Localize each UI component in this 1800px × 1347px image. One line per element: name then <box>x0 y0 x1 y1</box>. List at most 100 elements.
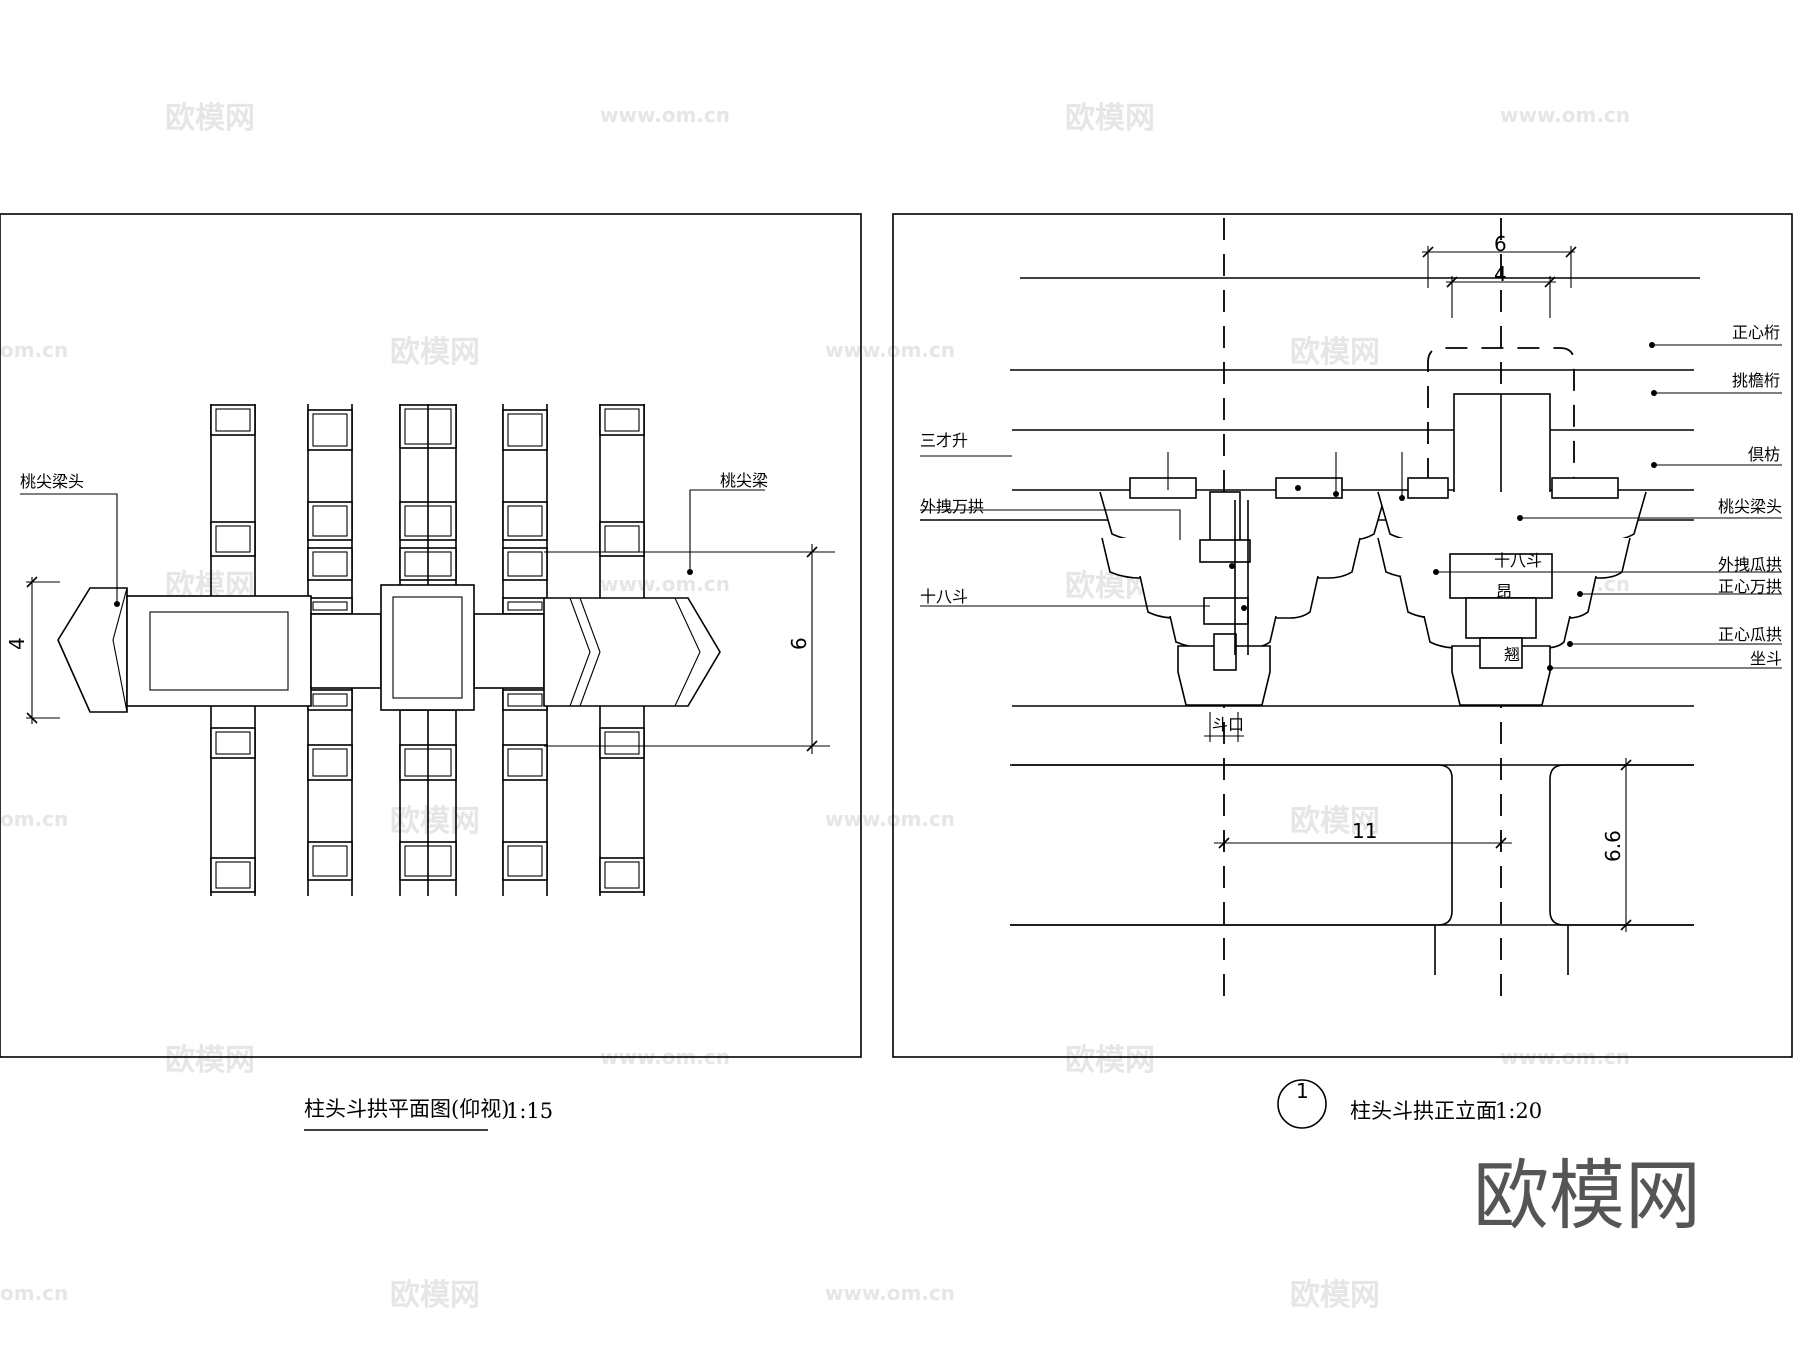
leader-line <box>544 489 835 572</box>
bracket-block-inner <box>507 748 543 777</box>
watermark: 欧模网 <box>1065 101 1155 136</box>
leader-dot <box>687 569 693 575</box>
bracket-block-inner <box>604 408 640 432</box>
beam-end-left <box>57 587 128 713</box>
bracket-block-inner <box>507 551 543 577</box>
bracket-block <box>502 547 548 581</box>
bracket-block-inner <box>312 551 348 577</box>
dim-top-inner: 4 <box>1494 262 1507 286</box>
label-taojian-beam-head: 桃尖梁头 <box>20 472 84 491</box>
bracket-block <box>502 841 548 881</box>
bracket-block <box>502 689 548 711</box>
dim-bottom: 11 <box>1352 819 1377 843</box>
bracket-block-inner <box>312 748 348 777</box>
bracket-block-inner <box>507 845 543 877</box>
bracket-block <box>307 744 353 781</box>
doukou-dimension <box>1204 712 1244 742</box>
elevation-title: 柱头斗拱正立面 <box>1350 1099 1497 1123</box>
bracket-block <box>307 597 353 615</box>
dimension-tick <box>26 546 818 752</box>
watermark: om.cn <box>0 1281 68 1305</box>
bracket-block-inner <box>604 731 640 755</box>
bracket-block-inner <box>312 693 348 707</box>
bracket-block-inner <box>507 601 543 611</box>
watermark: www.om.cn <box>825 807 955 831</box>
bracket-block <box>599 857 645 893</box>
label-shiba-dou: 十八斗 <box>920 587 968 606</box>
watermark: www.om.cn <box>600 103 730 127</box>
dim-plan-left: 4 <box>5 637 29 650</box>
brand-logo-text: 欧模网 <box>1473 1151 1701 1240</box>
beam-center-block <box>380 584 475 711</box>
leader-dot <box>114 601 120 607</box>
dimension-line <box>26 577 60 724</box>
bracket-block <box>307 501 353 541</box>
bracket-block <box>210 404 256 436</box>
bracket-block-inner <box>215 861 251 889</box>
label-zhengxin-guagong: 正心瓜拱 <box>1718 625 1782 644</box>
elevation-top-dimension <box>1422 246 1577 318</box>
label-tiaoyan-heng: 挑檐桁 <box>1732 371 1780 390</box>
bracket-block <box>210 521 256 557</box>
bracket-block-inner <box>312 845 348 877</box>
label-taojian-beam-head: 桃尖梁头 <box>1718 497 1782 516</box>
bracket-set-left <box>1099 477 1387 706</box>
bracket-block <box>210 857 256 893</box>
beam-end-left-bevel <box>112 587 128 713</box>
label-taojian-beam: 桃尖梁 <box>720 471 768 490</box>
view-number-badge <box>1277 1079 1327 1129</box>
bracket-block <box>307 409 353 451</box>
column-outline <box>1427 347 1575 552</box>
bracket-block-inner <box>507 505 543 537</box>
bracket-block <box>502 597 548 615</box>
bracket-block-inner <box>507 693 543 707</box>
bracket-block <box>502 501 548 541</box>
label-zhengxin-wangong: 正心万拱 <box>1718 577 1782 596</box>
watermark: 欧模网 <box>390 335 480 370</box>
watermark: 欧模网 <box>165 101 255 136</box>
plan-frame <box>0 213 862 1058</box>
bracket-block <box>599 404 645 436</box>
watermark: 欧模网 <box>1290 804 1380 839</box>
beam-right-tip <box>674 597 701 707</box>
bracket-block <box>599 727 645 759</box>
label-sancai-sheng: 三才升 <box>920 431 968 450</box>
label-zhengxin-heng: 正心桁 <box>1732 323 1780 342</box>
dim-top-outer: 6 <box>1494 232 1507 256</box>
bracket-block-inner <box>215 525 251 553</box>
label-ju-fang: 倶枋 <box>1748 445 1780 464</box>
bracket-block <box>502 409 548 451</box>
leader-line <box>20 493 118 602</box>
watermark: www.om.cn <box>1500 103 1630 127</box>
watermark: 欧模网 <box>1290 335 1380 370</box>
watermark: www.om.cn <box>600 572 730 596</box>
beam-connector <box>310 613 382 689</box>
watermark: www.om.cn <box>825 1281 955 1305</box>
dim-doukou: 斗口 <box>1212 715 1244 734</box>
bracket-block <box>307 689 353 711</box>
bracket-block-inner <box>312 413 348 447</box>
bracket-block <box>307 547 353 581</box>
watermark: 欧模网 <box>1290 1278 1380 1313</box>
elevation-scale: 1:20 <box>1495 1099 1542 1123</box>
watermark: www.om.cn <box>825 338 955 362</box>
plan-title: 柱头斗拱平面图(仰视) <box>304 1097 509 1121</box>
beam-body-right <box>543 597 721 707</box>
label-inner-shiba-dou: 十八斗 <box>1494 551 1542 570</box>
label-waizhuai-wangong: 外拽万拱 <box>920 497 984 516</box>
bracket-block <box>502 744 548 781</box>
elevation-leader-dots <box>1229 342 1657 671</box>
label-inner-ang: 昂 <box>1496 582 1512 601</box>
bracket-block <box>210 727 256 759</box>
beam-connector <box>473 613 545 689</box>
watermark: om.cn <box>0 338 68 362</box>
beam-body-left <box>126 595 312 707</box>
label-waizhuai-guagong: 外拽瓜拱 <box>1718 555 1782 574</box>
label-inner-qiao: 翘 <box>1504 645 1520 664</box>
dim-side: 6.6 <box>1601 830 1625 862</box>
bracket-block-inner <box>312 505 348 537</box>
watermark: 欧模网 <box>390 804 480 839</box>
bracket-block <box>307 841 353 881</box>
watermark: om.cn <box>0 807 68 831</box>
